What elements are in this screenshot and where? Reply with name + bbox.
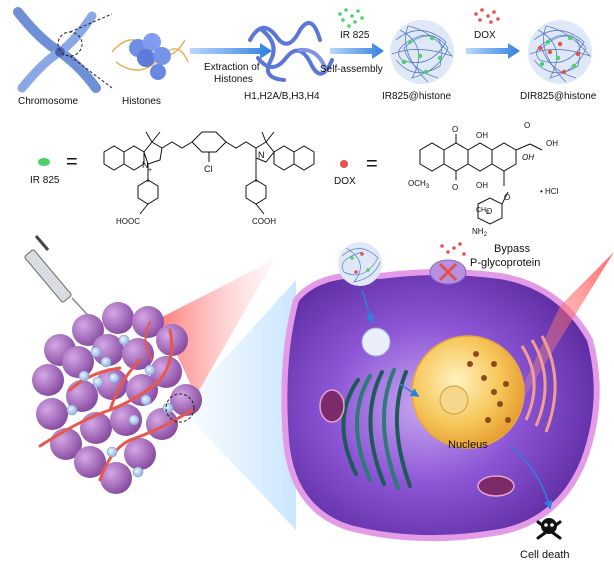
ir825-histone-nanoparticle — [390, 20, 454, 84]
ir825-n-plus: N — [142, 160, 149, 170]
p-glycoprotein-icon — [429, 259, 467, 285]
histone-protein-icon — [248, 21, 334, 82]
dox-o-sugar-ring: O — [486, 207, 492, 216]
zoom-guide-line — [69, 55, 113, 89]
cell-death-label: Cell death — [520, 549, 570, 561]
ir825-charge: + — [148, 167, 152, 174]
dox-loading-arrow — [466, 43, 520, 59]
dox-equals: = — [366, 153, 378, 175]
histone-types-label: H1,H2A/B,H3,H4 — [244, 91, 320, 102]
dox-o-ring: O — [504, 193, 510, 202]
dox-legend-label: DOX — [334, 176, 356, 187]
tumor-nanoparticles — [66, 334, 174, 478]
histones-icon — [111, 33, 189, 80]
dox-oh-bottom: OH — [476, 181, 488, 190]
dox-dots-icon — [474, 8, 500, 24]
zoom-guide-line — [69, 13, 113, 33]
dox-oh-side: OH — [522, 153, 534, 162]
laser-beam-cell — [498, 252, 614, 440]
chromosome-icon — [13, 7, 101, 93]
skull-crossbones-icon — [536, 518, 562, 540]
extraction-arrow — [190, 43, 272, 59]
cell-entering-nanoparticle — [338, 242, 382, 286]
dox-oh-top: OH — [476, 131, 488, 140]
dox-o-top-left: O — [452, 125, 458, 134]
ir825-structure — [103, 131, 315, 215]
nuclear-entry-arrow — [399, 383, 420, 397]
nucleus — [411, 335, 525, 449]
zoom-cone — [180, 280, 296, 530]
endoplasmic-reticulum — [520, 335, 557, 433]
mitochondrion-icon — [319, 389, 345, 423]
syringe-icon — [24, 235, 99, 327]
bypass-label-line2: P-glycoprotein — [470, 257, 540, 269]
dox-efflux-dots — [440, 242, 466, 256]
ir825-equals: = — [66, 151, 78, 173]
extraction-label-line2: Histones — [214, 74, 253, 85]
ir825-cooh-right: COOH — [252, 217, 276, 226]
histones-label: Histones — [122, 96, 161, 107]
bypass-label-line1: Bypass — [494, 243, 531, 255]
tumor-mass — [32, 302, 202, 494]
dox-hcl: • HCl — [540, 187, 559, 196]
dox-och3: OCH3 — [408, 179, 430, 190]
dox-structure — [419, 134, 543, 225]
chromosome-label: Chromosome — [18, 96, 78, 107]
uptake-arrow — [361, 289, 375, 324]
ir825-histone-label: IR825@histone — [382, 91, 452, 102]
extraction-label-line1: Extraction of — [204, 62, 260, 73]
ir825-cl: Cl — [204, 164, 213, 174]
cell-death-arrow — [509, 445, 553, 510]
tumor-blood-vessels — [38, 321, 194, 482]
dox-nh2: NH2 — [472, 227, 488, 238]
self-assembly-arrow — [330, 43, 384, 59]
ir825-n-right: N — [258, 150, 265, 160]
endosome-icon — [361, 327, 391, 357]
ir825-dots-icon — [338, 8, 364, 28]
ir825-legend-label: IR 825 — [30, 175, 60, 186]
laser-beam-tumor — [160, 260, 274, 396]
tumor-zoom-circle — [165, 393, 195, 423]
nucleus-label: Nucleus — [448, 439, 488, 451]
dox-o-bottom: O — [452, 183, 458, 192]
dir825-histone-label: DIR825@histone — [520, 91, 597, 102]
dox-oh-chain: OH — [546, 139, 558, 148]
golgi-apparatus — [341, 368, 412, 490]
ir825-cooh-left: HOOC — [116, 217, 140, 226]
dox-reagent-label: DOX — [474, 30, 496, 41]
ir825-reagent-label: IR 825 — [340, 30, 370, 41]
dir825-histone-nanoparticle — [528, 20, 592, 84]
dox-ch3: CH3 — [476, 207, 489, 216]
dox-legend-dot — [340, 160, 348, 168]
self-assembly-label: Self-assembly — [320, 64, 383, 75]
mitochondrion-icon — [477, 475, 515, 497]
ir825-legend-dot — [38, 158, 50, 166]
dox-o-ketone: O — [524, 121, 530, 130]
